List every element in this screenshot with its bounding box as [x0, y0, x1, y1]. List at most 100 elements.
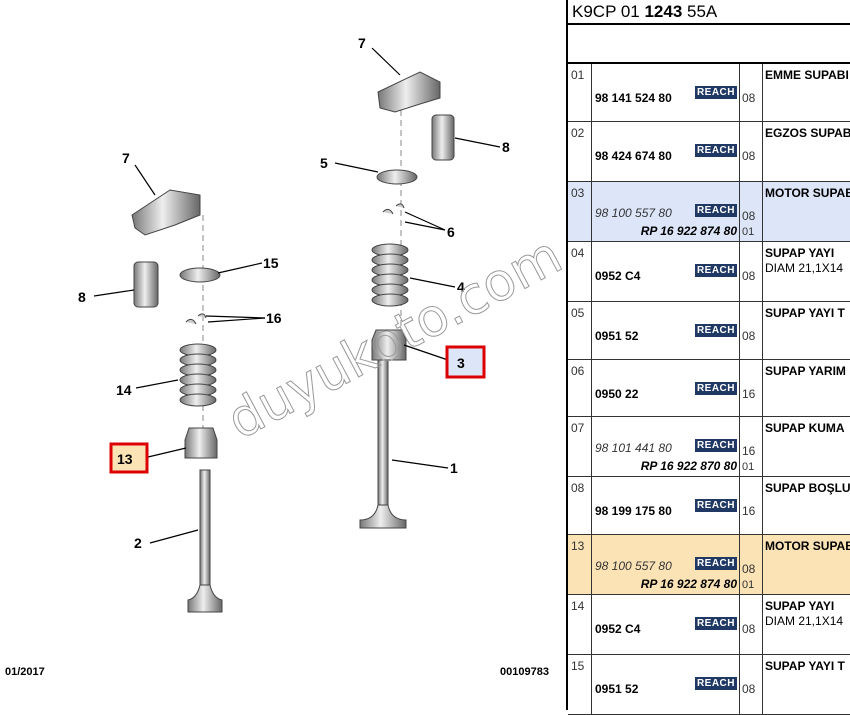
quantity-rp: 01 [742, 461, 755, 473]
valve-train-diagram: 7 8 5 6 4 3 1 7 15 8 16 14 13 2 duyukoto… [78, 35, 565, 613]
quantity: 08 [742, 269, 756, 283]
part-number[interactable]: 98 199 175 80 [595, 504, 672, 518]
description-detail: DIAM 21,1X14 [765, 261, 844, 275]
part-number[interactable]: 0952 C4 [595, 269, 641, 283]
row-number: 05 [568, 302, 592, 359]
part-number[interactable]: 0952 C4 [595, 622, 641, 636]
part-cell: 98 100 557 80 REACH RP 16 922 874 80 [592, 535, 740, 594]
replacement-part-number[interactable]: RP 16 922 874 80 [640, 224, 737, 238]
replacement-part-number[interactable]: RP 16 922 870 80 [640, 459, 737, 473]
table-row[interactable]: 01 98 141 524 80 REACH 08 EMME SUPABI [568, 64, 850, 122]
quantity-cell: 16 [740, 360, 763, 416]
description-cell: SUPAP KUMA [763, 417, 850, 476]
description-cell: SUPAP YARIM [763, 360, 850, 416]
quantity: 16 [742, 387, 756, 401]
quantity-cell: 08 [740, 302, 763, 359]
quantity-rp: 01 [742, 226, 755, 238]
table-row[interactable]: 06 0950 22 REACH 16 SUPAP YARIM [568, 360, 850, 417]
description: EMME SUPABI [765, 68, 849, 82]
right-valve-assembly [359, 71, 455, 529]
part-number[interactable]: 0951 52 [595, 682, 639, 696]
quantity: 08 [742, 91, 756, 105]
callout-5[interactable]: 5 [320, 155, 328, 171]
callout-7-left[interactable]: 7 [122, 150, 130, 166]
table-row[interactable]: 02 98 424 674 80 REACH 08 EGZOS SUPABI [568, 122, 850, 182]
part-cell: 98 199 175 80 REACH [592, 477, 740, 534]
description: SUPAP YAYI [765, 246, 835, 260]
description: SUPAP YAYI T [765, 306, 845, 320]
quantity-cell: 08 [740, 655, 763, 714]
row-number: 15 [568, 655, 592, 714]
quantity-rp: 01 [742, 579, 755, 591]
callout-14[interactable]: 14 [116, 382, 132, 398]
description: SUPAP KUMA [765, 421, 845, 435]
reach-badge: REACH [694, 264, 737, 277]
row-number: 08 [568, 477, 592, 534]
description: SUPAP YARIM [765, 364, 846, 378]
quantity: 08 [742, 682, 756, 696]
description: SUPAP YAYI [765, 599, 835, 613]
quantity-cell: 08 [740, 64, 763, 121]
row-number: 14 [568, 595, 592, 654]
drawing-number: 00109783 [500, 666, 549, 678]
left-valve-assembly [131, 189, 223, 613]
part-cell: 98 100 557 80 REACH RP 16 922 874 80 [592, 182, 740, 241]
table-row[interactable]: 05 0951 52 REACH 08 SUPAP YAYI T [568, 302, 850, 360]
callout-1[interactable]: 1 [450, 460, 458, 476]
reach-badge: REACH [694, 499, 737, 512]
table-row[interactable]: 03 98 100 557 80 REACH RP 16 922 874 80 … [568, 182, 850, 242]
part-number[interactable]: 98 141 524 80 [595, 91, 672, 105]
quantity-cell: 08 [740, 242, 763, 301]
part-number[interactable]: 0950 22 [595, 387, 639, 401]
description-cell: EMME SUPABI [763, 64, 850, 121]
callout-6[interactable]: 6 [447, 224, 455, 240]
table-row[interactable]: 15 0951 52 REACH 08 SUPAP YAYI T [568, 655, 850, 715]
callout-8-left[interactable]: 8 [78, 289, 86, 305]
part-number[interactable]: 98 424 674 80 [595, 149, 672, 163]
table-title: K9CP 01 1243 55A [568, 0, 850, 25]
callout-15[interactable]: 15 [263, 255, 279, 271]
description-cell: SUPAP YAYI T [763, 302, 850, 359]
quantity-cell: 08 [740, 122, 763, 181]
callout-2[interactable]: 2 [134, 535, 142, 551]
replacement-part-number[interactable]: RP 16 922 874 80 [640, 577, 737, 591]
part-number[interactable]: 98 100 557 80 [595, 559, 672, 573]
part-cell: 98 101 441 80 REACH RP 16 922 870 80 [592, 417, 740, 476]
part-number[interactable]: 98 101 441 80 [595, 441, 672, 455]
callout-16[interactable]: 16 [266, 310, 282, 326]
part-cell: 98 424 674 80 REACH [592, 122, 740, 181]
reach-badge: REACH [694, 144, 737, 157]
callout-4[interactable]: 4 [457, 279, 465, 295]
callout-13-highlight [109, 442, 149, 474]
parts-table: K9CP 01 1243 55A 01 98 141 524 80 REACH … [566, 0, 850, 715]
part-cell: 0952 C4 REACH [592, 242, 740, 301]
table-header-blank [568, 25, 850, 64]
row-number: 13 [568, 535, 592, 594]
row-number: 03 [568, 182, 592, 241]
callout-7[interactable]: 7 [358, 35, 366, 51]
row-number: 06 [568, 360, 592, 416]
reach-badge: REACH [694, 617, 737, 630]
description: EGZOS SUPABI [765, 126, 850, 140]
quantity-cell: 08 [740, 595, 763, 654]
table-row[interactable]: 13 98 100 557 80 REACH RP 16 922 874 80 … [568, 535, 850, 595]
part-cell: 0951 52 REACH [592, 655, 740, 714]
part-number[interactable]: 98 100 557 80 [595, 206, 672, 220]
callout-3[interactable]: 3 [457, 355, 465, 371]
table-row[interactable]: 08 98 199 175 80 REACH 16 SUPAP BOŞLU [568, 477, 850, 535]
description-detail: DIAM 21,1X14 [765, 614, 844, 628]
callout-8[interactable]: 8 [502, 139, 510, 155]
quantity-cell: 16 [740, 477, 763, 534]
reach-badge: REACH [694, 557, 737, 570]
table-row[interactable]: 07 98 101 441 80 REACH RP 16 922 870 80 … [568, 417, 850, 477]
callout-3-highlight [445, 345, 486, 379]
reach-badge: REACH [694, 86, 737, 99]
description: MOTOR SUPABI [765, 539, 850, 553]
description-cell: SUPAP BOŞLU [763, 477, 850, 534]
part-number[interactable]: 0951 52 [595, 329, 639, 343]
callout-13[interactable]: 13 [117, 451, 133, 467]
